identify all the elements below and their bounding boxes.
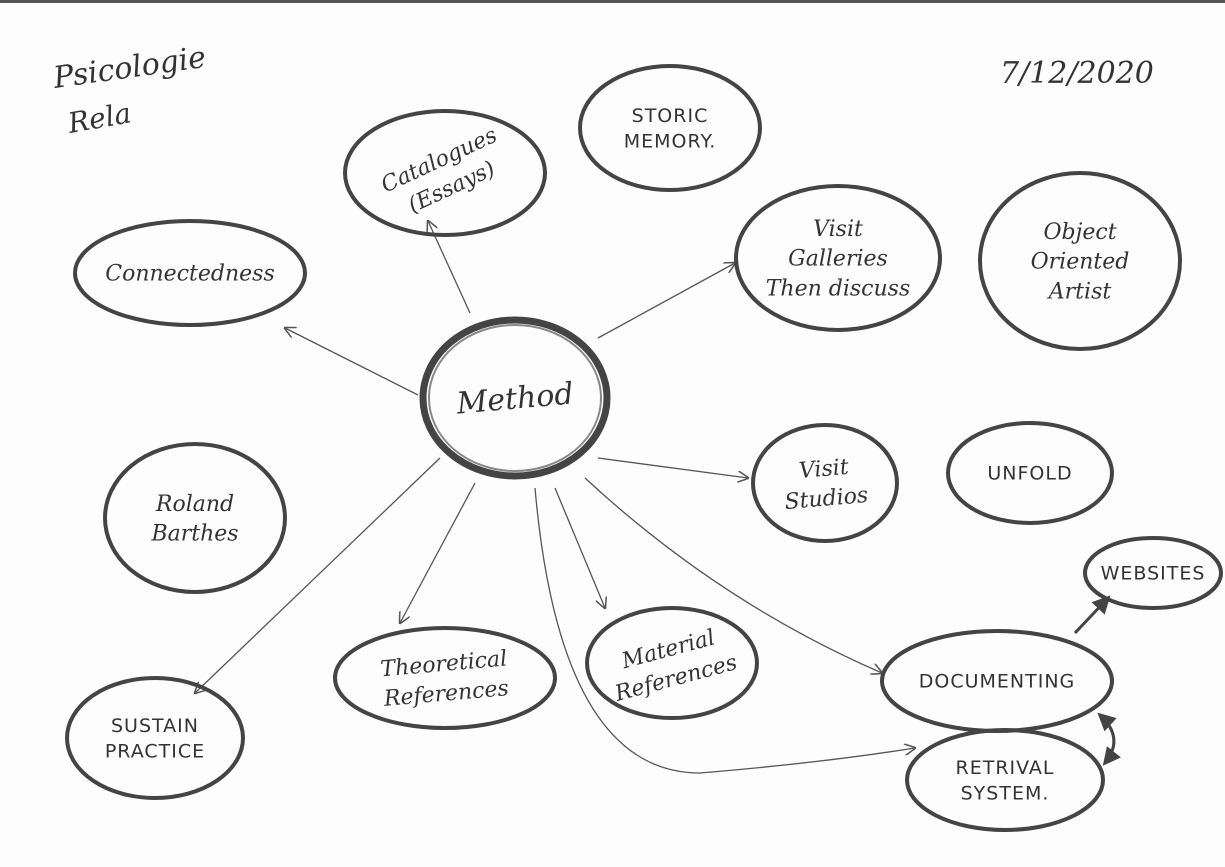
node-outline — [734, 184, 942, 332]
node-outline — [1083, 536, 1223, 610]
node-label: Roland — [155, 492, 234, 517]
node-label: PRACTICE — [105, 740, 205, 762]
node-outline — [905, 728, 1105, 832]
node-label: UNFOLD — [987, 463, 1072, 485]
node-outline — [419, 316, 611, 480]
node-label: SUSTAIN — [111, 715, 199, 737]
node-label: DOCUMENTING — [919, 671, 1076, 693]
arrow-documenting-retrival-bidirectional — [1097, 712, 1122, 766]
node-label: Oriented — [1031, 250, 1130, 275]
node-outline — [343, 109, 547, 237]
node-documenting: DOCUMENTING — [880, 629, 1114, 733]
node-outline-inner — [428, 324, 602, 472]
node-label: Object — [1043, 220, 1116, 245]
node-label: Connectedness — [105, 262, 274, 287]
arrow-method-to-sustain-practice — [195, 457, 441, 693]
node-method: Method — [419, 316, 611, 480]
node-label: Artist — [1047, 279, 1112, 304]
node-label: SYSTEM. — [961, 782, 1050, 804]
node-unfold: UNFOLD — [946, 421, 1114, 525]
node-label: STORIC — [632, 105, 709, 127]
arrow-method-to-connectedness — [285, 328, 419, 396]
node-sustain-practice: SUSTAIN PRACTICE — [65, 676, 245, 800]
node-websites: WEBSITES — [1083, 536, 1223, 610]
node-label: Visit — [798, 455, 850, 484]
node-label: Then discuss — [766, 276, 911, 301]
node-label: Galleries — [788, 247, 888, 272]
date-label: 7/12/2020 — [1000, 56, 1154, 91]
arrow-method-to-documenting — [584, 477, 882, 673]
node-label: MEMORY. — [624, 130, 717, 152]
node-connectedness: Connectedness — [73, 219, 307, 327]
arrow-method-to-visit-galleries — [597, 263, 735, 339]
arrow-method-to-retrival-system — [534, 487, 915, 774]
node-catalogues: Catalogues(Essays) — [343, 109, 547, 237]
node-label: Barthes — [150, 522, 238, 547]
node-label: RETRIVAL — [956, 757, 1055, 779]
node-label: Studios — [784, 483, 870, 515]
topic-note-line-2: Rela — [65, 96, 134, 140]
arrow-method-to-theoretical-references — [400, 482, 476, 623]
node-outline — [73, 219, 307, 327]
node-label: References — [382, 676, 510, 712]
node-outline — [585, 606, 759, 720]
arrow-documenting-to-websites — [1073, 595, 1111, 635]
node-label: WEBSITES — [1101, 563, 1206, 585]
node-outline — [65, 676, 245, 800]
node-outline — [578, 64, 762, 192]
node-outline — [333, 626, 557, 730]
node-storic-memory: STORIC MEMORY. — [578, 64, 762, 192]
node-outline — [946, 421, 1114, 525]
arrow-method-to-material-references — [554, 487, 605, 608]
node-outline — [978, 171, 1182, 351]
topic-note-line-1: Psicologie — [50, 40, 208, 96]
node-label: Method — [454, 376, 575, 421]
node-outline — [751, 423, 899, 543]
arrow-method-to-visit-studios — [597, 457, 748, 478]
mind-map: Method Catalogues(Essays) STORIC MEMORY. Con… — [50, 40, 1223, 832]
node-label: Visit — [813, 217, 863, 242]
node-retrival-system: RETRIVAL SYSTEM. — [905, 728, 1105, 832]
node-outline — [103, 442, 287, 594]
